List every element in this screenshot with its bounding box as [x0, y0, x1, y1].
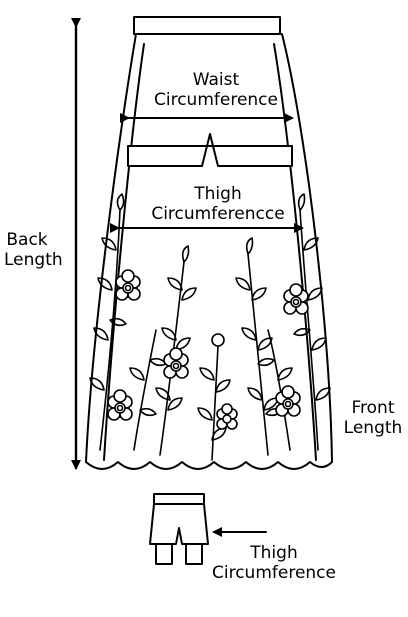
shorts-body [149, 503, 209, 545]
vine [89, 193, 127, 451]
flower [216, 403, 238, 430]
front-label-line-2: Length [343, 418, 403, 438]
shorts-thigh-label-line-1: Thigh [250, 543, 298, 563]
right-seam [273, 43, 317, 461]
waist-label-line-2: Circumference [154, 90, 278, 110]
shorts-left-leg [155, 543, 173, 565]
flower [283, 283, 309, 315]
back-label-line-2: Length [4, 250, 63, 270]
flower [107, 389, 133, 421]
vine [197, 333, 231, 461]
shorts-waistband [153, 493, 205, 505]
vine [129, 329, 167, 451]
back-label-line-1: Back [6, 230, 48, 250]
flower [163, 347, 189, 379]
shorts-thigh-label-line-2: Circumference [212, 563, 336, 583]
thigh-circumference-label: Thigh Circumferencce [118, 184, 318, 224]
waist-circumference-label: Waist Circumference [130, 70, 302, 110]
thigh-label-line-2: Circumferencce [151, 204, 285, 224]
flower [275, 385, 301, 417]
thigh-label-line-1: Thigh [194, 184, 242, 204]
shorts-thigh-circumference-label: Thigh Circumference [204, 543, 344, 583]
lining-shorts [149, 493, 209, 565]
front-length-label: Front Length [340, 398, 406, 438]
waistband [133, 16, 281, 35]
vine [293, 193, 331, 451]
floral-embroidery [89, 193, 331, 461]
inner-shorts-hem [127, 133, 293, 167]
skirt-outline [85, 16, 333, 470]
front-label-line-1: Front [351, 398, 395, 418]
back-length-label: Back Length [4, 230, 63, 270]
waist-label-line-1: Waist [192, 70, 240, 90]
shorts-right-leg [185, 543, 203, 565]
flower [115, 269, 141, 301]
skirt-body [85, 33, 333, 470]
